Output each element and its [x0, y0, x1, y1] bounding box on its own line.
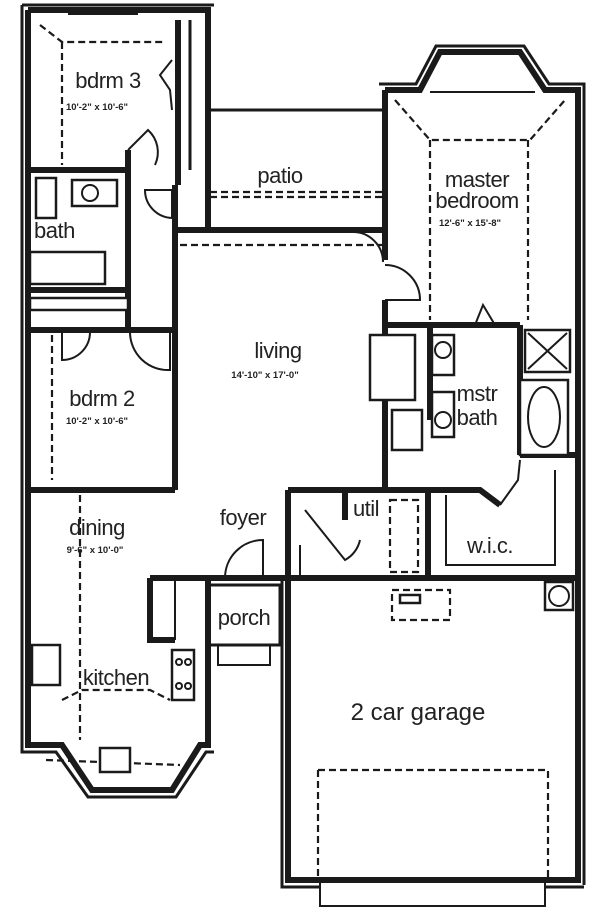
fixtures [28, 176, 575, 774]
ceiling-dashes [39, 24, 566, 880]
room-bdrm3-dims: 10'-2" x 10'-6" [66, 102, 128, 113]
room-master-name-line2: bedroom [435, 188, 518, 213]
room-dining-name: dining [69, 515, 125, 540]
room-wic-name: w.i.c. [466, 533, 513, 558]
room-master-name-line1: master [445, 167, 509, 192]
sink-icon [70, 178, 119, 208]
room-bath-name: bath [34, 218, 75, 243]
kitchen-sink-icon [98, 746, 132, 774]
room-living-dims: 14'-10" x 17'-0" [231, 370, 298, 381]
range-icon [170, 648, 196, 702]
room-mstr-bath-name-line2: bath [457, 405, 498, 430]
room-living-name: living [254, 338, 301, 363]
doors [61, 128, 521, 579]
room-garage-name: 2 car garage [351, 699, 486, 726]
room-foyer-name: foyer [220, 505, 267, 530]
interior-walls [28, 20, 578, 666]
bathtub-icon [28, 250, 107, 286]
room-patio-name: patio [257, 163, 302, 188]
room-bdrm2-name: bdrm 2 [69, 386, 135, 411]
toilet-icon [34, 176, 58, 220]
room-labels: bdrm 3 10'-2" x 10'-6" bath patio master… [34, 68, 519, 726]
room-master-dims: 12'-6" x 15'-8" [439, 218, 501, 229]
vanity-icon [368, 333, 417, 402]
room-mstr-bath-name-line1: mstr [457, 381, 498, 406]
room-util-name: util [353, 496, 379, 521]
room-porch-name: porch [218, 605, 271, 630]
exterior-walls [20, 3, 290, 799]
toilet-icon [390, 408, 424, 452]
refrigerator-icon [30, 643, 62, 687]
room-dining-dims: 9'-6" x 10'-0" [67, 545, 124, 556]
room-bdrm3-name: bdrm 3 [75, 68, 141, 93]
garage-walls [280, 575, 584, 907]
room-kitchen-name: kitchen [83, 665, 149, 690]
room-bdrm2-dims: 10'-2" x 10'-6" [66, 416, 128, 427]
